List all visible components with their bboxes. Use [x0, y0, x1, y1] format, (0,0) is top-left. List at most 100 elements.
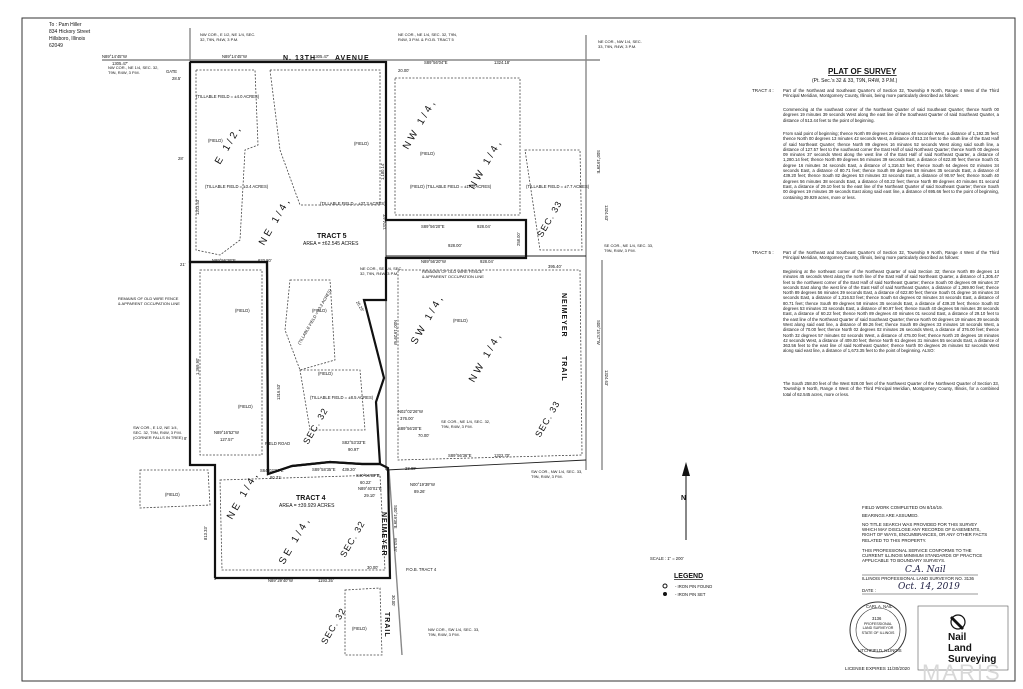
surveyor-signature: C.A. Nail [905, 565, 946, 575]
section-sec33b: SEC. 33 [533, 399, 562, 439]
client-city: Hillsboro, Illinois [49, 36, 86, 42]
field-outline-8 [199, 269, 263, 456]
dim-bearing-s89b: S89°56'20"E [398, 426, 422, 431]
dim-length-sw: 127.57' [220, 437, 234, 442]
tract4-desc-label: TRACT 4 : [752, 88, 774, 93]
field-label-6: (FIELD) [318, 371, 333, 376]
client-street: 834 Hickory Street [49, 29, 91, 35]
dim-bearing-t5b: N89°56'20"W [421, 259, 446, 264]
scale-note: SCALE : 1" = 200' [650, 556, 684, 561]
dim-bearing-sw: N89°16'52"W [214, 430, 239, 435]
dim-bearing-t5a: S89°56'20"E [421, 224, 445, 229]
dim-bearing-e: S00°19'29"E [596, 150, 601, 174]
dim-length-e2: 1324.63' [604, 370, 609, 386]
dim-length-t5a: 928.04' [477, 224, 491, 229]
section-ne14: NE 1/4, [257, 195, 294, 248]
client-zip: 62049 [49, 43, 63, 49]
sw-corner-note: SW COR., E 1/2, NE 1/4, SEC. 32, T9N, R4… [133, 426, 183, 440]
section-nw14c: NW 1/4, [467, 330, 505, 385]
section-sec32c: SEC. 32 [319, 606, 348, 646]
field-outline-9 [219, 474, 386, 571]
dim-8: 8' [184, 436, 187, 441]
dim-258: 258.00' [516, 232, 521, 246]
field-tillable-32: (TILLABLE FIELD = ±3.2 ACRES) [297, 288, 333, 346]
tract4-boundary [188, 260, 392, 580]
dim-1316: 1316.53' [276, 384, 281, 400]
page-frame [21, 17, 1016, 682]
dim-bearing-s89: S89°58'35"E [312, 467, 336, 472]
ne-corner-nw-note: NE COR., NW 1/4, SEC. 33, T9N, R4W, 3 P.… [598, 40, 642, 49]
seal-location: LITCHFIELD, ILLINOIS [858, 648, 902, 653]
dim-length-s64: 80.71' [270, 475, 281, 480]
field-outline-5 [284, 279, 336, 371]
section-sec32b: SEC. 32 [338, 519, 367, 559]
dim-bearing-n02: N02°02'26"W [398, 409, 423, 414]
license-expiry: LICENSE EXPIRES 11/30/2020 [845, 666, 910, 671]
ne-corner-note: NE COR., NE 1/4, SEC. 32, T9N, R4W, 3 P.… [398, 33, 457, 42]
dim-length-s40: 60.22' [360, 480, 371, 485]
dim-bearing-t4-e: S00°19'39"E [393, 505, 398, 529]
field-label-3: (FIELD) [420, 151, 435, 156]
dim-21: 21' [180, 262, 186, 267]
legend-title: LEGEND [674, 573, 703, 580]
dim-length-mid: 622.80' [258, 258, 272, 263]
road-trail: TRAIL [560, 356, 567, 382]
section-sec32: SEC. 32 [301, 406, 330, 446]
field-tillable-179: (FIELD) (TILLABLE FIELD = ±17.9 ACRES) [410, 184, 492, 189]
old-wire-note-2: REMAINS OF OLD WIRE FENCE & APPARENT OCC… [422, 270, 484, 279]
dim-30: 30.00' [367, 565, 378, 570]
seal-name: CARL A. NAIL [866, 604, 893, 609]
dim-length-t5b: 928.04' [480, 259, 494, 264]
field-tillable-40: (TILLABLE FIELD = ±4.0 ACRES) [196, 94, 260, 99]
field-outline-11 [139, 469, 211, 509]
tract4-desc-p3: From said point of beginning; thence Nor… [783, 131, 1001, 200]
surveyor-number: ILLINOIS PROFESSIONAL LAND SURVEYOR NO. … [862, 576, 974, 581]
north-arrow: N [681, 462, 690, 540]
sw-cor-ne14-note: NE COR., SE 1/4, SEC. 32, T9N, R4W, 3 P.… [360, 267, 402, 276]
watermark: MARIS [922, 660, 1002, 685]
dim-length-top: 1305.47' [313, 54, 329, 59]
road-neimeyer-lower: NEIMEYER [380, 512, 387, 557]
section-se14: SE 1/4, [277, 514, 313, 566]
tract5-desc-label: TRACT 5 : [752, 250, 774, 255]
road-trail-lower: TRAIL [383, 612, 390, 638]
logo-land: Land [948, 643, 972, 654]
plat-subtitle: (Pt. Sec.'s 32 & 33, T9N, R4W, 3 P.M.) [812, 78, 898, 84]
field-tillable-77: (TILLABLE FIELD = ±7.7 ACRES) [526, 184, 590, 189]
road-avenue: AVENUE [335, 55, 370, 62]
surveyor-seal [849, 601, 907, 659]
dim-length-n00: 89.26' [414, 489, 425, 494]
plat-title: PLAT OF SURVEY [828, 67, 897, 76]
field-label-9: (FIELD) [165, 492, 180, 497]
note-fieldwork: FIELD WORK COMPLETED ON 8/16/19. [862, 505, 943, 510]
dim-bearing-s33: S89°56'36"E [448, 453, 472, 458]
dim-28: 28' [178, 156, 184, 161]
client-name: To : Pam Hiller [49, 22, 82, 28]
dim-813: 813.33' [203, 526, 208, 540]
date-value: Oct. 14, 2019 [898, 582, 960, 592]
tract4-label: TRACT 4 [296, 495, 326, 502]
dim-offset-20: 20.00' [398, 68, 409, 73]
field-label-1: (FIELD) [208, 138, 223, 143]
gate-label: GATE [166, 69, 177, 74]
field-outline-6 [299, 369, 366, 431]
field-label-7: (FIELD) [238, 404, 253, 409]
dim-bearing-mid: N89°56'29"E [212, 258, 236, 263]
dim-bearing-mid-v: N00°19'29"W [393, 320, 398, 345]
dim-1324-mid: 1324.63' [382, 214, 387, 230]
dim-length-n02: 376.00' [400, 416, 414, 421]
legend-set: - IRON PIN SET [675, 592, 706, 597]
dim-length-e: 1324.63' [604, 205, 609, 221]
field-label-2: (FIELD) [354, 141, 369, 146]
section-ne14b: NE 1/4, [225, 469, 262, 522]
nail-logo [917, 605, 1009, 671]
dim-395: 395.40' [548, 264, 562, 269]
dim-928: 928.00' [448, 243, 462, 248]
seal-number: 3136 [872, 616, 882, 621]
dim-1180: 1,180.14' [380, 163, 385, 180]
dim-bearing-s64: S64°02'34"E [260, 468, 284, 473]
tract5-area: AREA = ±62.545 ACRES [303, 241, 359, 247]
dim-23: 23.88' [405, 466, 416, 471]
field-outline-2 [269, 69, 381, 206]
